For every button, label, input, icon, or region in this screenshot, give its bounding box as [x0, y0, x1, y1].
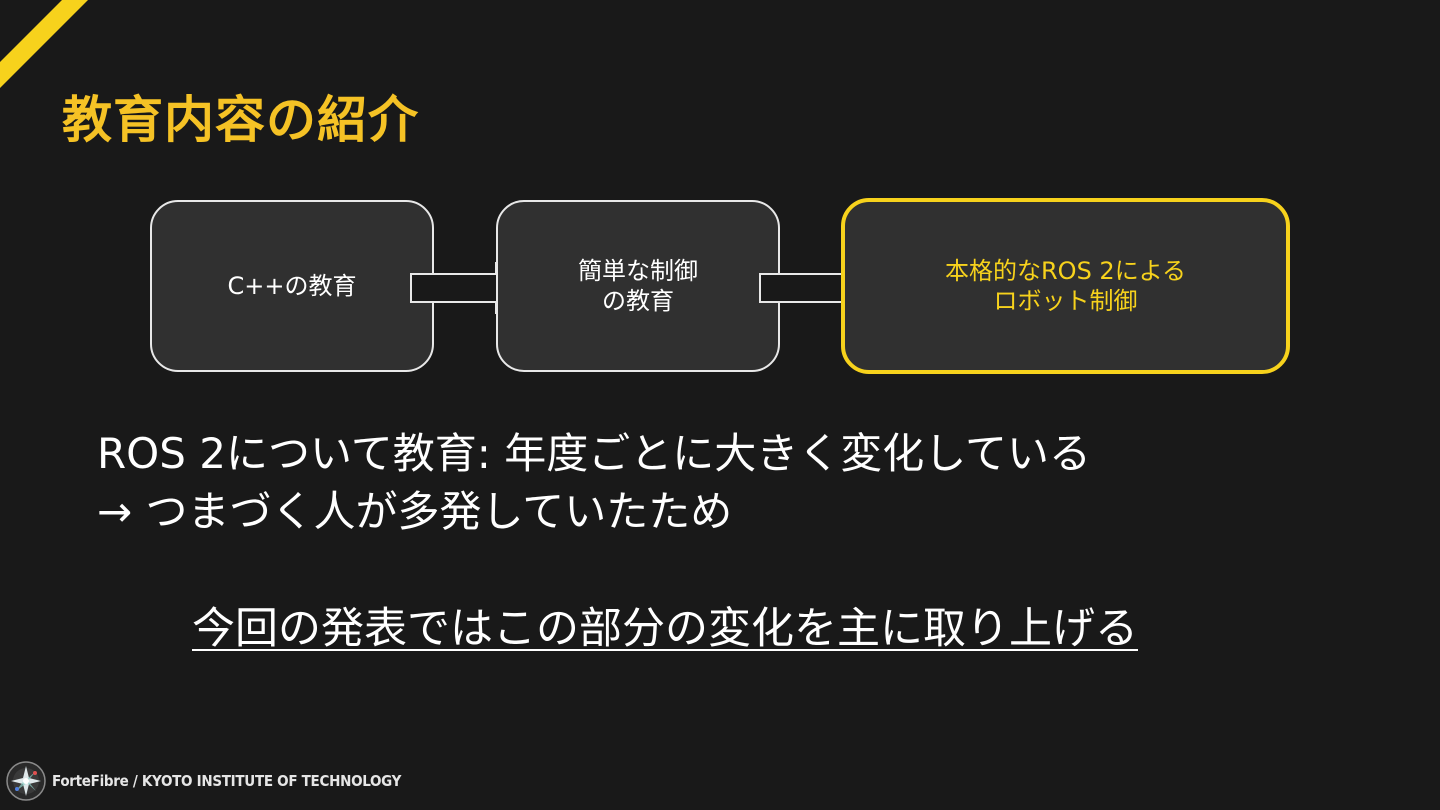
flow-step-label: C++の教育 [227, 272, 357, 300]
body-line-2: → つまづく人が多発していたため [97, 487, 733, 536]
flow-step-label: 簡単な制御 の教育 [578, 257, 698, 315]
emphasis-statement: 今回の発表ではこの部分の変化を主に取り上げる [192, 604, 1138, 654]
flow-step-cpp: C++の教育 [150, 200, 434, 372]
fortefibre-logo-icon [6, 761, 46, 801]
corner-stripe-decoration [0, 0, 88, 88]
flow-step-ros2-control: 本格的なROS 2による ロボット制御 [841, 198, 1290, 374]
footer-credit: ForteFibre / KYOTO INSTITUTE OF TECHNOLO… [52, 772, 402, 790]
slide-title: 教育内容の紹介 [62, 91, 419, 149]
body-line-1: ROS 2について教育: 年度ごとに大きく変化している [97, 429, 1091, 478]
flow-step-label: 本格的なROS 2による ロボット制御 [945, 257, 1186, 315]
flow-step-basic-control: 簡単な制御 の教育 [496, 200, 780, 372]
footer: ForteFibre / KYOTO INSTITUTE OF TECHNOLO… [6, 760, 401, 802]
body-text: ROS 2について教育: 年度ごとに大きく変化している → つまづく人が多発して… [97, 425, 1091, 541]
